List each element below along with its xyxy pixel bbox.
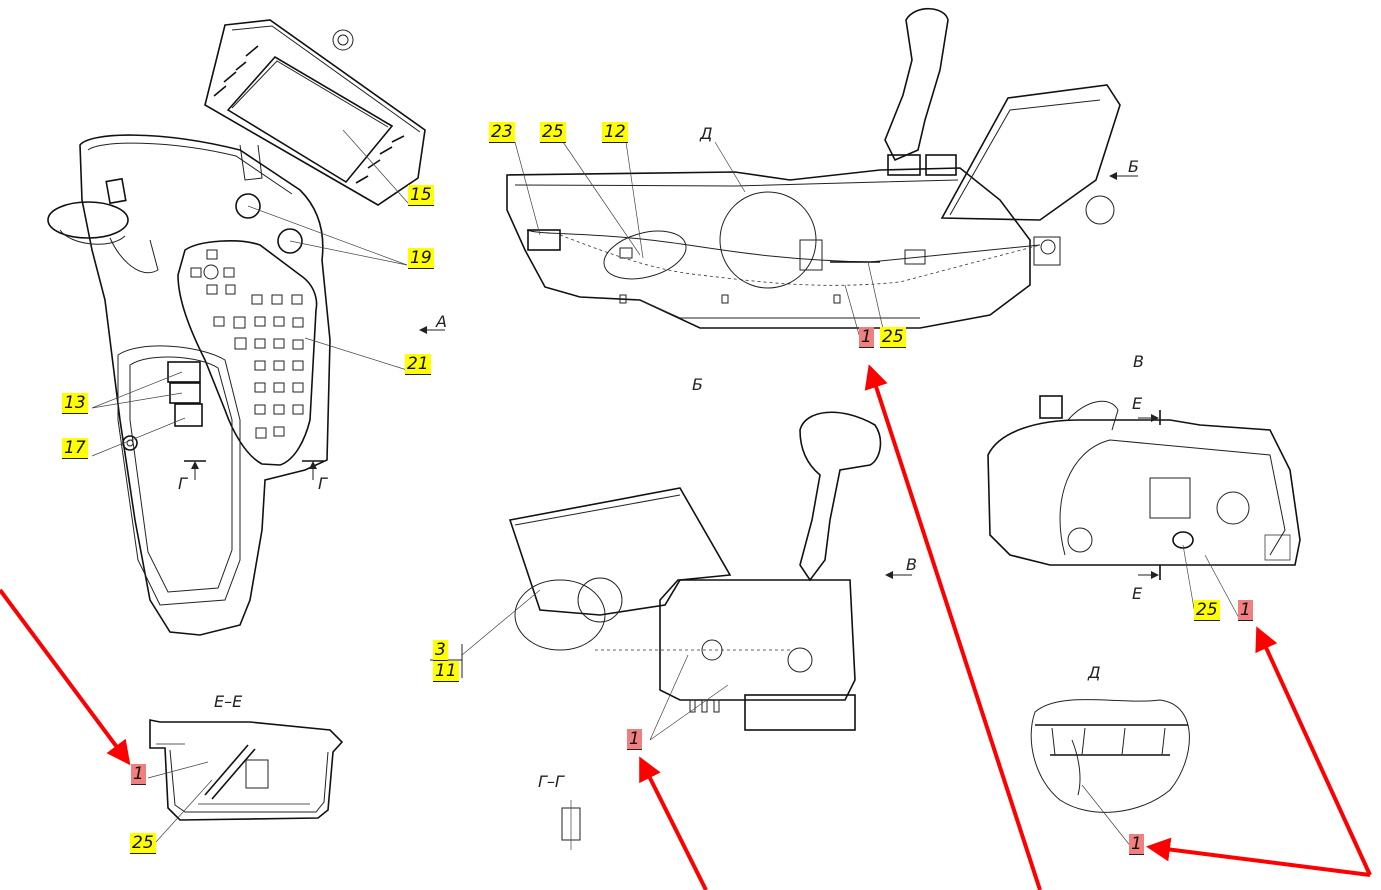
keypad-panel <box>177 240 318 466</box>
section-title-ee: Е–Е <box>214 692 243 711</box>
joystick-side <box>884 7 949 162</box>
view-a-console <box>47 19 445 636</box>
side-view-top <box>506 7 1138 339</box>
view-title-b: Б <box>692 375 703 394</box>
section-e-top: Е <box>1132 394 1143 413</box>
callout-25-top[interactable]: 25 <box>540 122 566 143</box>
callout-12[interactable]: 12 <box>602 122 628 143</box>
section-e-bottom: Е <box>1132 584 1143 603</box>
section-g-right: Г <box>318 474 327 493</box>
view-b-drawing <box>430 411 912 741</box>
callout-25-ee[interactable]: 25 <box>130 833 156 854</box>
red-arrow-d <box>1146 837 1371 877</box>
leader-lines-a <box>91 129 409 457</box>
section-g-left: Г <box>178 474 187 493</box>
switch-upper <box>167 361 201 383</box>
callout-23[interactable]: 23 <box>489 122 515 143</box>
joystick-b <box>799 411 882 582</box>
red-pointer-arrows <box>0 364 1372 890</box>
monitor-drawing <box>204 19 426 206</box>
view-v-drawing <box>987 395 1301 621</box>
view-label-d: Д <box>700 124 713 143</box>
callout-1-top[interactable]: 1 <box>859 327 874 348</box>
callout-15[interactable]: 15 <box>408 185 434 206</box>
red-arrow-ee <box>0 588 131 766</box>
console-body-outline <box>79 134 331 636</box>
section-e-markers <box>1138 410 1161 580</box>
view-title-d: Д <box>1088 663 1101 682</box>
round-button-lower <box>277 228 303 254</box>
leader-lines-top <box>514 141 886 339</box>
view-label-v-arrow: В <box>906 555 917 574</box>
callout-21[interactable]: 21 <box>405 354 431 375</box>
section-gg-drawing <box>561 800 581 850</box>
callout-1-b[interactable]: 1 <box>627 729 642 750</box>
detail-d-drawing <box>1030 699 1190 849</box>
keypad-keys <box>190 249 304 439</box>
switch-lower <box>169 382 201 404</box>
callout-1-d[interactable]: 1 <box>1129 834 1144 855</box>
leader-lines-b <box>461 589 729 741</box>
view-label-b-arrow: Б <box>1128 157 1139 176</box>
leader-lines-v <box>1182 544 1241 621</box>
red-arrow-top <box>864 364 1042 890</box>
monitor-side <box>940 84 1121 221</box>
connector-23 <box>527 229 561 251</box>
callout-11[interactable]: 11 <box>433 661 459 682</box>
callout-1-v[interactable]: 1 <box>1238 600 1253 621</box>
callout-3[interactable]: 3 <box>433 640 448 661</box>
section-title-gg: Г–Г <box>538 772 564 791</box>
section-ee-drawing <box>147 719 344 843</box>
view-title-v: В <box>1133 352 1144 371</box>
callout-17[interactable]: 17 <box>62 438 88 459</box>
round-button-upper <box>235 193 261 219</box>
section-g-markers <box>184 460 324 480</box>
red-arrow-b <box>639 756 708 890</box>
callout-1-ee[interactable]: 1 <box>131 764 146 785</box>
switch-rocker <box>174 403 203 427</box>
joystick-knob <box>47 177 159 274</box>
callout-25-v[interactable]: 25 <box>1194 600 1220 621</box>
callout-19[interactable]: 19 <box>408 248 434 269</box>
callout-25-mid[interactable]: 25 <box>880 327 906 348</box>
view-label-a: А <box>436 312 447 331</box>
red-arrow-v <box>1255 626 1372 876</box>
callout-13[interactable]: 13 <box>62 393 88 414</box>
